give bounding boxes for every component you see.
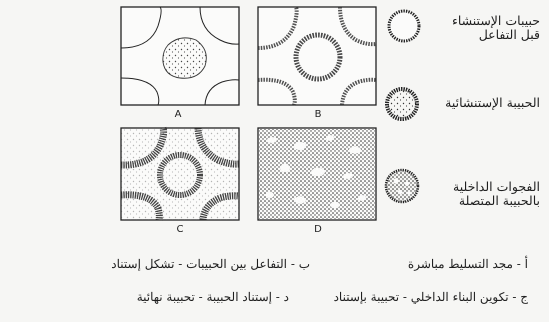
- panel-a-label: A: [175, 109, 182, 120]
- particle-before-icon: [389, 11, 419, 41]
- side-label-sintered: الحبيبة الإستنشائية: [445, 96, 540, 110]
- panel-b: [258, 7, 376, 105]
- option-d: د - إستناد الحبيبة - تحبيبة نهائية: [137, 291, 289, 305]
- panel-d-label: D: [314, 224, 322, 235]
- panel-d: [258, 128, 376, 220]
- panel-c-label: C: [177, 224, 184, 235]
- option-c: ج - تكوين البناء الداخلي - تحبيبة بإستنا…: [334, 291, 528, 305]
- panel-b-label: B: [315, 109, 322, 120]
- particle-sintered-icon: [387, 89, 417, 119]
- side-label-voids: الفجوات الداخلية بالحبيبة المتصلة: [453, 180, 540, 209]
- option-b: ب - التفاعل بين الحبيبات - تشكل إستناد: [111, 258, 310, 272]
- particle-voids-icon: [386, 170, 418, 202]
- side-label-before: حبيبات الإستنشاء قبل التفاعل: [452, 14, 540, 43]
- panel-c: [121, 128, 239, 220]
- panel-a: [121, 7, 239, 105]
- option-a: أ - مجد التسليط مباشرة: [408, 258, 528, 272]
